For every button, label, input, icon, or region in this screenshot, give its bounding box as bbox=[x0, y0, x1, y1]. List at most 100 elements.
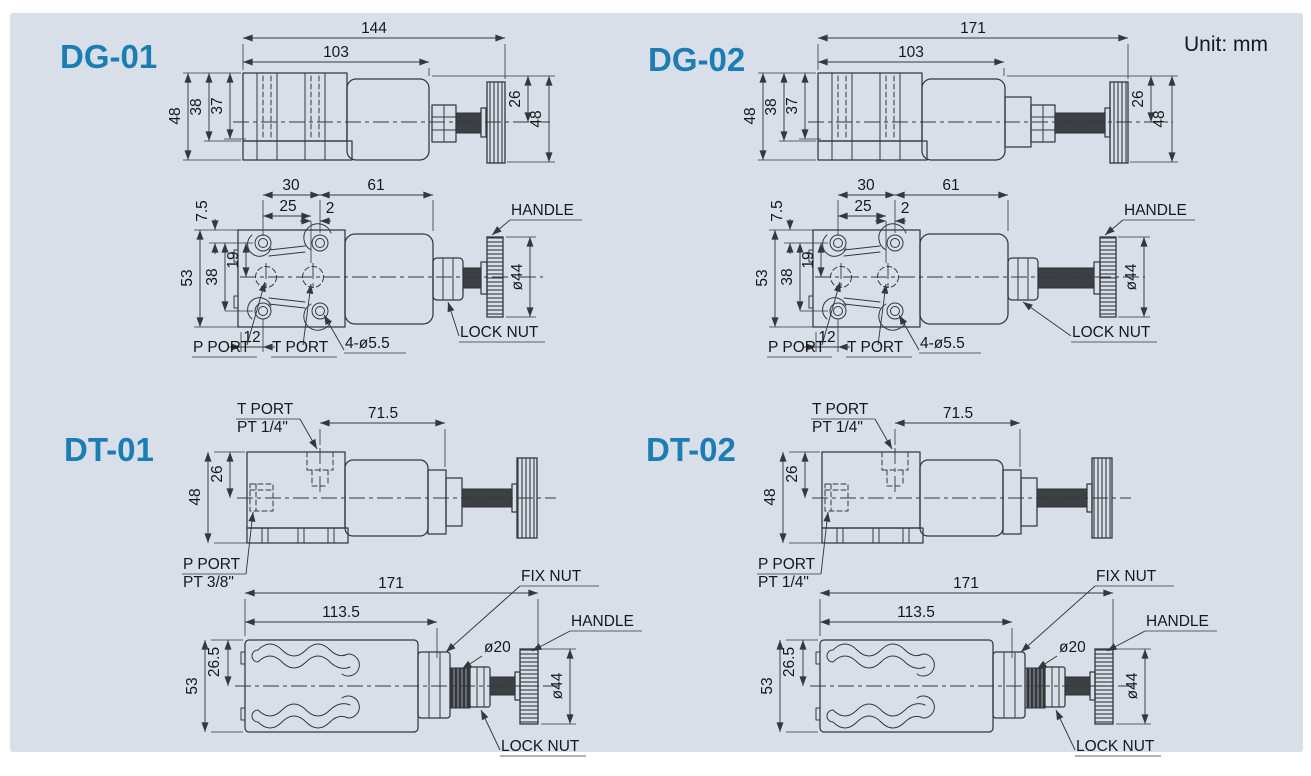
dim-30: 30 bbox=[282, 177, 300, 194]
t-port-size: PT 1/4" bbox=[237, 419, 288, 436]
dim-dia44: ø44 bbox=[1123, 263, 1140, 290]
dim-26: 26 bbox=[784, 465, 801, 482]
threaded-bushing-shape bbox=[1024, 667, 1046, 709]
dim-48: 48 bbox=[762, 488, 779, 505]
t-port-label: T PORT bbox=[272, 339, 329, 356]
lock-nut-label: LOCK NUT bbox=[1072, 324, 1151, 341]
gauge-slots bbox=[822, 223, 907, 331]
dim-53: 53 bbox=[754, 269, 771, 286]
holes-label: 4-ø5.5 bbox=[920, 335, 965, 352]
handle-label: HANDLE bbox=[571, 613, 634, 630]
gauge-slots bbox=[247, 223, 332, 331]
t-port-label: T PORT bbox=[237, 401, 294, 418]
threaded-rod-shape bbox=[1054, 112, 1106, 134]
dim-25: 25 bbox=[279, 198, 296, 215]
handle-label: HANDLE bbox=[511, 202, 574, 219]
dim-38: 38 bbox=[763, 98, 780, 115]
dia20-label: ø20 bbox=[484, 639, 511, 656]
dt02-side-dimensions: 71.5 26 48 bbox=[762, 405, 1021, 544]
dim-dia44: ø44 bbox=[1124, 672, 1141, 699]
handle-knob-shape bbox=[486, 81, 506, 164]
dim-38: 38 bbox=[204, 268, 221, 285]
dt01-side-labels: T PORT PT 1/4" P PORT PT 3/8" bbox=[182, 401, 318, 591]
p-port-label: P PORT bbox=[193, 339, 251, 356]
dg02-plan-labels: HANDLE LOCK NUT P PORT T PORT 4-ø5.5 bbox=[767, 202, 1195, 358]
dg02-plan-dimensions: 30 61 25 2 7.5 19 38 53 12 ø44 bbox=[754, 177, 1150, 352]
lock-nut-label: LOCK NUT bbox=[501, 738, 580, 755]
p-port-label: P PORT bbox=[758, 556, 816, 573]
dim-48-left: 48 bbox=[167, 107, 184, 124]
unit-label: Unit: mm bbox=[1184, 33, 1268, 56]
dim-26: 26 bbox=[1130, 90, 1147, 107]
dim-103: 103 bbox=[898, 44, 924, 61]
handle-knob-shape bbox=[1109, 81, 1129, 164]
dim-19: 19 bbox=[225, 251, 242, 268]
threaded-rod-shape bbox=[455, 112, 482, 134]
p-port-label: P PORT bbox=[768, 339, 826, 356]
dg01-plan-labels: HANDLE LOCK NUT P PORT T PORT 4-ø5.5 bbox=[192, 202, 582, 358]
clamp-slots bbox=[826, 643, 935, 729]
dim-dia44: ø44 bbox=[509, 263, 526, 290]
handle-label: HANDLE bbox=[1124, 202, 1187, 219]
holes-label: 4-ø5.5 bbox=[345, 335, 390, 352]
p-port-label: P PORT bbox=[183, 556, 241, 573]
dt01-plan-labels: FIX NUT ø20 HANDLE LOCK NUT bbox=[445, 568, 642, 757]
dt02-title: DT-02 bbox=[646, 431, 736, 468]
adjuster-assembly-side bbox=[431, 81, 506, 164]
dim-61: 61 bbox=[367, 177, 384, 194]
dim-26-5: 26.5 bbox=[781, 647, 798, 677]
clamp-slots bbox=[251, 643, 360, 729]
dt02-plan-view: 171 113.5 26.5 53 ø44 FIX NUT ø20 HANDLE… bbox=[759, 568, 1217, 757]
lock-nut-label: LOCK NUT bbox=[1076, 738, 1155, 755]
dim-171: 171 bbox=[378, 575, 404, 592]
handle-knob-shape bbox=[519, 648, 539, 725]
dim-dia44: ø44 bbox=[549, 672, 566, 699]
dt02-side-labels: T PORT PT 1/4" P PORT PT 1/4" bbox=[757, 401, 893, 591]
p-port-size: PT 3/8" bbox=[183, 574, 234, 591]
lock-nut-label: LOCK NUT bbox=[460, 324, 539, 341]
p-port-size: PT 1/4" bbox=[758, 574, 809, 591]
valve-body-side bbox=[817, 72, 1006, 161]
dt01-plan-dimensions: 171 113.5 26.5 53 ø44 bbox=[184, 575, 576, 733]
dg01-plan-dimensions: 30 61 25 2 7.5 19 38 53 12 ø44 bbox=[179, 177, 536, 352]
threaded-bushing-shape bbox=[449, 667, 471, 709]
dim-61: 61 bbox=[942, 177, 959, 194]
dg02-title: DG-02 bbox=[648, 41, 745, 78]
dt01-side-view: 71.5 26 48 T PORT PT 1/4" P PORT PT 3/8" bbox=[182, 401, 556, 591]
dg02-side-view: 171 103 48 38 37 26 48 bbox=[742, 20, 1178, 164]
dg02-plan-view: 30 61 25 2 7.5 19 38 53 12 ø44 HANDLE bbox=[754, 177, 1195, 358]
dim-48-right: 48 bbox=[1151, 110, 1168, 127]
dim-53: 53 bbox=[184, 677, 201, 694]
dg01-side-view: 144 103 48 38 37 26 48 bbox=[167, 20, 555, 164]
dim-144: 144 bbox=[361, 20, 387, 37]
dim-71-5: 71.5 bbox=[368, 405, 398, 422]
dim-171: 171 bbox=[960, 20, 986, 37]
threaded-rod-shape bbox=[462, 267, 482, 289]
dg02-quadrant: DG-02 171 103 48 38 bbox=[648, 20, 1195, 358]
threaded-rod-shape bbox=[1037, 267, 1095, 289]
dim-38: 38 bbox=[188, 98, 205, 115]
dt01-quadrant: DT-01 71.5 26 48 T P bbox=[64, 401, 642, 757]
dt01-title: DT-01 bbox=[64, 431, 154, 468]
dt02-plan-labels: FIX NUT ø20 HANDLE LOCK NUT bbox=[1020, 568, 1217, 757]
dt02-plan-dimensions: 171 113.5 26.5 53 ø44 bbox=[759, 575, 1151, 733]
dim-37: 37 bbox=[209, 97, 226, 114]
dt01-side-dimensions: 71.5 26 48 bbox=[187, 405, 446, 544]
dg01-quadrant: DG-01 144 103 48 38 37 bbox=[60, 20, 582, 358]
t-port-label: T PORT bbox=[812, 401, 869, 418]
dt02-side-view: 71.5 26 48 T PORT PT 1/4" P PORT PT 1/4" bbox=[757, 401, 1131, 591]
handle-label: HANDLE bbox=[1146, 613, 1209, 630]
p-port-bore bbox=[824, 483, 849, 512]
dim-26: 26 bbox=[209, 465, 226, 482]
t-port-size: PT 1/4" bbox=[812, 419, 863, 436]
adjuster-assembly-plan bbox=[417, 648, 539, 725]
dg01-title: DG-01 bbox=[60, 38, 157, 75]
t-port-label: T PORT bbox=[847, 339, 904, 356]
dt01-plan-view: 171 113.5 26.5 53 ø44 FIX NUT ø20 HANDLE… bbox=[184, 568, 642, 757]
valve-body-side bbox=[821, 448, 1004, 544]
dim-37: 37 bbox=[784, 97, 801, 114]
dim-113-5: 113.5 bbox=[322, 604, 360, 621]
dim-19: 19 bbox=[800, 251, 817, 268]
